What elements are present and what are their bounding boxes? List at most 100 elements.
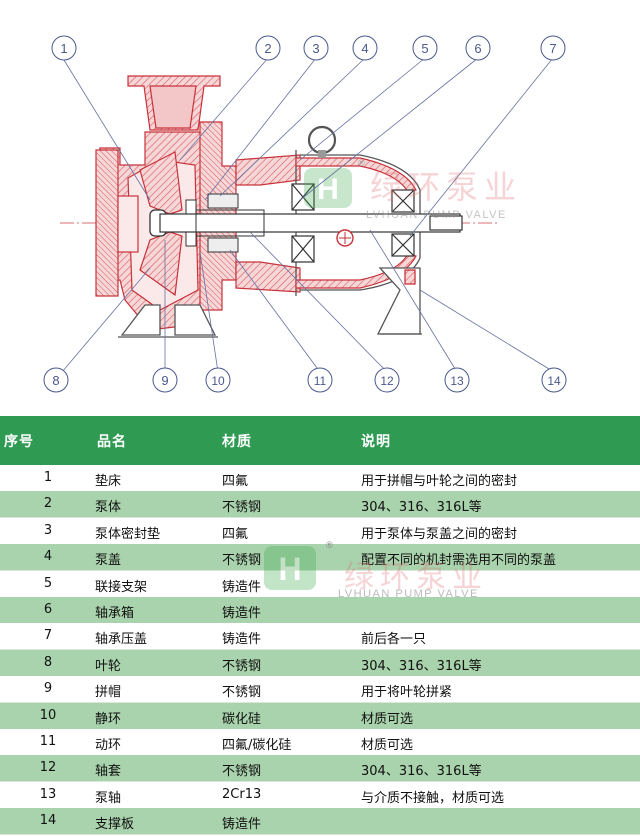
table-watermark-cn: 绿环泵业: [344, 560, 488, 595]
callout-12: 12: [374, 367, 400, 393]
svg-text:10: 10: [211, 374, 225, 388]
cell-no: 10: [39, 707, 57, 723]
svg-text:6: 6: [474, 41, 481, 56]
svg-text:5: 5: [421, 41, 428, 56]
cell-material: 不锈钢: [222, 658, 262, 674]
cell-no: 2: [43, 496, 53, 512]
header-no: 序号: [4, 434, 34, 450]
svg-text:9: 9: [161, 373, 168, 388]
diagram-watermark-en: LVHUAN PUMP VALVE: [366, 209, 507, 221]
cell-note: 材质可选: [361, 738, 414, 753]
cell-name: 垫床: [95, 474, 122, 489]
callout-10: 10: [205, 367, 231, 393]
svg-text:3: 3: [312, 41, 319, 56]
callout-8: 8: [43, 367, 69, 393]
front-bearing: [291, 183, 315, 263]
cell-material: 铸造件: [222, 632, 262, 648]
cell-note: 配置不同的机封需选用不同的泵盖: [361, 553, 557, 569]
svg-text:14: 14: [547, 374, 561, 388]
table-row: 5 联接支架 铸造件: [0, 570, 640, 598]
cell-no: 5: [43, 575, 53, 591]
cell-no: 8: [43, 654, 53, 670]
discharge-nozzle: [127, 75, 221, 131]
rear-bearing: [391, 189, 415, 257]
cell-material: 四氟: [222, 526, 249, 542]
impeller: [139, 151, 183, 297]
shaft-sleeve: [195, 209, 265, 237]
cell-no: 4: [43, 549, 53, 565]
cell-no: 6: [43, 602, 53, 617]
callout-1: 1: [51, 35, 77, 61]
cell-name: 泵盖: [95, 553, 122, 569]
cell-material: 四氟: [222, 474, 249, 489]
cell-no: 13: [39, 786, 57, 802]
table-row: 4 泵盖 不锈钢 配置不同的机封需选用不同的泵盖: [0, 544, 640, 572]
cell-name: 泵体密封垫: [95, 526, 161, 542]
cell-note: 用于将叶轮拼紧: [361, 685, 453, 701]
cell-name: 支撑板: [95, 817, 135, 833]
cell-name: 叶轮: [95, 658, 122, 674]
callout-4: 4: [352, 35, 378, 61]
callout-2: 2: [255, 35, 281, 61]
cell-material: 不锈钢: [222, 500, 262, 516]
cell-note: 304、316、316L等: [361, 500, 482, 516]
cell-note: 前后各一只: [361, 632, 427, 648]
cell-name: 轴承箱: [95, 606, 135, 621]
svg-text:13: 13: [450, 374, 464, 388]
svg-text:1: 1: [60, 41, 67, 56]
cell-name: 轴承压盖: [95, 632, 148, 648]
callout-11: 11: [307, 367, 333, 393]
diagram-watermark-logo: H: [304, 168, 352, 208]
cell-material: 四氟/碳化硅: [222, 738, 292, 753]
connecting-bracket: [235, 154, 301, 293]
callout-9: 9: [152, 367, 178, 393]
support-plate: [376, 267, 422, 335]
cell-note: 用于泵体与泵盖之间的密封: [361, 526, 518, 542]
cell-no: 7: [43, 628, 53, 644]
cell-material: 2Cr13: [222, 786, 262, 802]
cell-name: 联接支架: [95, 579, 148, 595]
svg-text:7: 7: [549, 41, 556, 56]
diagram-watermark-registered: ®: [358, 158, 365, 168]
table-row: 7 轴承压盖 铸造件 前后各一只: [0, 623, 640, 651]
pump-cross-section-diagram: H ® 绿环泵业 LVHUAN PUMP VALVE 1 2 3 4 5 6 7…: [43, 35, 567, 393]
coupling-end: [429, 215, 463, 231]
callout-5: 5: [412, 35, 438, 61]
cell-material: 不锈钢: [222, 685, 262, 701]
header-material: 材质: [222, 434, 252, 450]
cell-no: 12: [39, 760, 57, 776]
cell-no: 3: [43, 522, 53, 538]
svg-text:4: 4: [361, 41, 368, 56]
casing-feet: [118, 304, 218, 338]
header-name: 品名: [97, 434, 127, 450]
cell-name: 轴套: [95, 764, 122, 780]
callout-7: 7: [540, 35, 566, 61]
table-row: 3 泵体密封垫 四氟 用于泵体与泵盖之间的密封: [0, 517, 640, 545]
cell-material: 铸造件: [222, 579, 262, 595]
cell-name: 静环: [95, 711, 122, 727]
cell-material: 铸造件: [222, 606, 262, 621]
suction-flange: [95, 149, 139, 297]
table-header: 序号 品名 材质 说明: [0, 416, 640, 465]
svg-text:11: 11: [314, 374, 327, 388]
callout-13: 13: [444, 367, 470, 393]
svg-text:H: H: [317, 173, 339, 206]
cell-note: 304、316、316L等: [361, 764, 482, 780]
cell-note: 与介质不接触，材质可选: [361, 790, 505, 806]
callout-6: 6: [465, 35, 491, 61]
cell-note: 用于拼帽与叶轮之间的密封: [361, 474, 518, 489]
cell-material: 不锈钢: [222, 553, 262, 569]
cell-name: 拼帽: [95, 685, 122, 701]
cell-material: 碳化硅: [222, 711, 262, 727]
cell-no: 11: [39, 734, 57, 749]
cell-material: 不锈钢: [222, 764, 262, 780]
